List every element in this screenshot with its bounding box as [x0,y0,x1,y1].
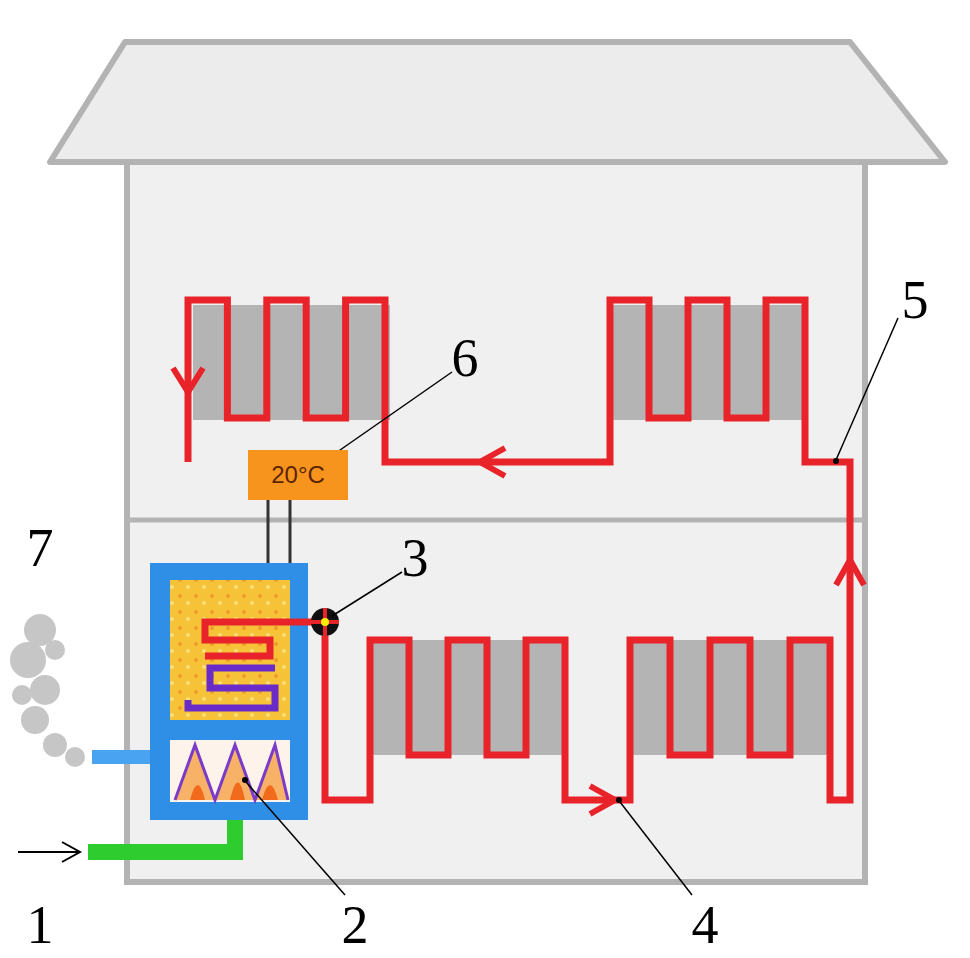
smoke [10,614,85,767]
thermostat-wire [267,500,270,565]
flow-arrow [173,368,203,392]
flames [175,745,288,800]
temperature-reading: 20°C [271,463,325,487]
gas-pipe [88,820,235,852]
gas-arrow [18,851,78,853]
valve-center [321,618,329,626]
flow-arrow [590,786,615,814]
thermostat-wire [289,500,292,565]
radiator [193,305,390,420]
leader-dots [242,458,839,803]
hot-coil [205,622,325,656]
flame-tips [190,783,278,801]
callout-number: 3 [402,531,429,585]
exhaust-pipe [92,750,150,764]
return-coil [188,668,275,708]
floor [127,518,865,523]
boiler [150,563,308,820]
callout-number: 2 [342,898,369,952]
radiator [630,640,830,755]
gas-arrowhead [62,842,80,862]
thermostat: 20°C [248,450,348,500]
valve [311,608,339,636]
callout-number: 5 [902,273,929,327]
flow-arrow [480,448,505,476]
callout-number: 7 [27,521,54,575]
house-wall [127,162,865,882]
callout-number: 1 [27,898,54,952]
burner [170,740,290,802]
flow-arrow [836,560,864,585]
callout-number: 4 [692,898,719,952]
roof [50,42,945,162]
radiator [370,640,565,755]
leader-lines [246,318,898,895]
callout-number: 6 [452,331,479,385]
radiator [610,305,805,420]
